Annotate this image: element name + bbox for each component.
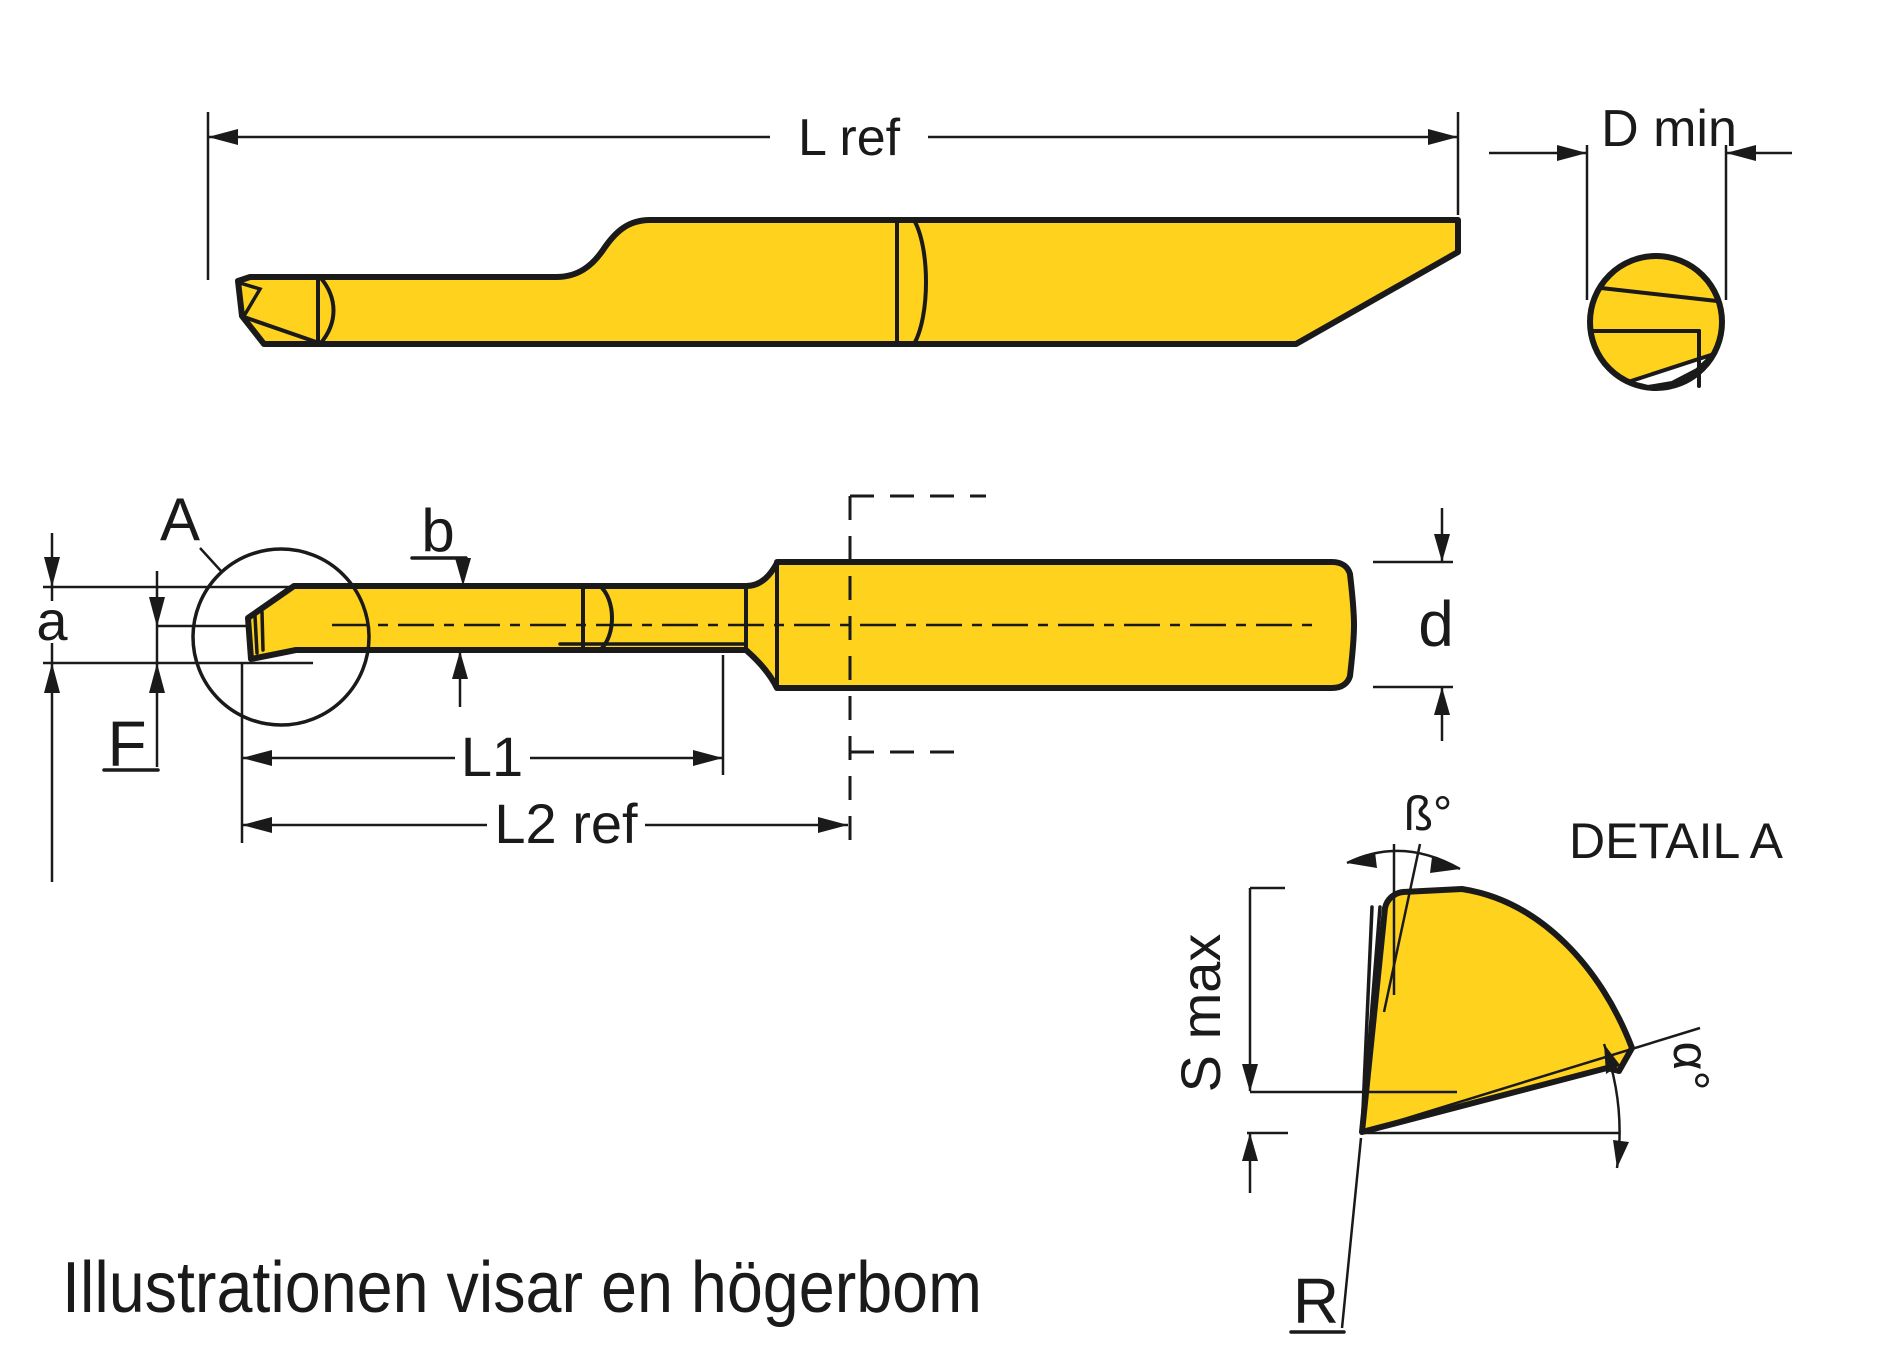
edge-land-line-2 [260,610,265,652]
wedge-facet-line-2 [1360,905,1382,1134]
label-alpha: α° [1663,1042,1719,1091]
phantom-holder-lines [848,494,986,846]
detail-a-view: DETAIL A S max ß° [1169,788,1784,1337]
dimension-d: d [1373,508,1454,741]
tip-joint-arc [318,275,336,346]
front-view-d-min: D min [1489,100,1792,389]
front-view-chord-line [1599,286,1719,303]
label-beta: ß° [1404,788,1453,841]
tip-facet-lines [238,281,263,318]
label-a-marker: A [160,486,200,553]
mid-joint-arc [912,218,928,346]
label-l1: L1 [461,725,523,788]
edge-land-line-1 [253,614,259,655]
dimension-l2-ref: L2 ref [242,792,848,855]
dimension-s-max: S max [1169,886,1457,1193]
label-b: b [421,497,454,564]
full-tool-side-view-body [235,217,1461,347]
tool-fill-group [235,217,1725,1135]
dimension-a: a [36,533,313,882]
tip-clearance-line [242,315,321,345]
label-r: R [1293,1265,1339,1337]
detail-side-internal-lines [253,561,1316,690]
caption-text: Illustrationen visar en högerbom [62,1248,982,1328]
label-d-min: D min [1601,100,1737,158]
detail-a-wedge [1359,886,1635,1135]
dimension-b: b [410,497,471,707]
dimension-l1: L1 [240,655,725,843]
detail-a-circle [191,547,371,727]
label-a: a [36,589,68,652]
label-f: F [107,708,146,780]
dimension-f: F [102,571,246,780]
dimension-beta: ß° [1346,788,1461,1013]
label-d: d [1418,588,1454,660]
label-l2-ref: L2 ref [494,792,638,855]
label-detail-a-title: DETAIL A [1569,813,1784,869]
dimension-r: R [1289,1137,1363,1337]
label-s-max: S max [1169,934,1232,1093]
detail-a-leader [199,547,222,572]
detail-a-callout: A [160,486,371,727]
full-tool-internal-lines [238,218,928,346]
label-l-ref: L ref [798,109,901,167]
dimension-alpha: α° [1360,1026,1719,1169]
dimension-l-ref: L ref [206,109,1460,280]
front-view-circle [1587,253,1725,391]
